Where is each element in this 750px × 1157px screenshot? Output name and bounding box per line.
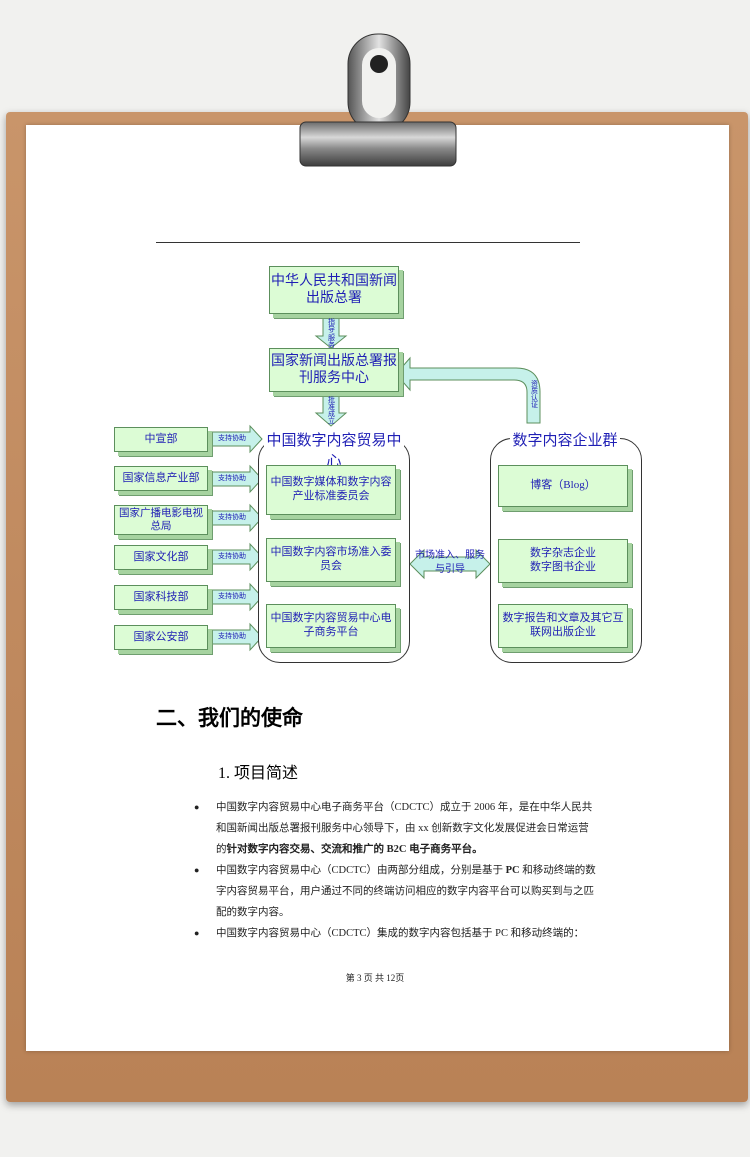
department-culture-box: 国家文化部 xyxy=(114,545,208,570)
press-administration-box: 中华人民共和国新闻出版总署 xyxy=(269,266,399,314)
bullet-text: 中国数字内容贸易中心电子商务平台（CDCTC）成立于 2006 年，是在中华人民… xyxy=(216,802,593,855)
support-label: 支持协助 xyxy=(218,434,246,442)
support-label: 支持协助 xyxy=(218,632,246,640)
bullet-bold-text: 针对数字内容交易、交流和推广的 B2C 电子商务平台。 xyxy=(226,844,483,855)
support-label: 支持协助 xyxy=(218,552,246,560)
bullet-list: 中国数字内容贸易中心电子商务平台（CDCTC）成立于 2006 年，是在中华人民… xyxy=(194,797,596,944)
department-information-industry-box: 国家信息产业部 xyxy=(114,466,208,491)
page-number: 第 3 页 共 12页 xyxy=(345,973,405,983)
trade-center-title: 中国数字内容贸易中心 xyxy=(264,429,404,471)
list-item: 中国数字内容贸易中心电子商务平台（CDCTC）成立于 2006 年，是在中华人民… xyxy=(194,797,596,860)
market-access-link-label: 市场准入、服务与引导 xyxy=(415,550,485,575)
blog-box: 博客（Blog） xyxy=(498,465,628,507)
section-heading: 二、我们的使命 xyxy=(156,706,303,730)
approval-link-label: 批准成立 xyxy=(327,396,336,424)
bullet-text: 和移动终端的数字内容贸易平台，用户通过不同的终端访问相应的数字内容平台可以购买到… xyxy=(216,865,596,918)
department-propaganda-box: 中宣部 xyxy=(114,427,208,452)
list-item: 中国数字内容贸易中心（CDCTC）由两部分组成，分别是基于 PC 和移动终端的数… xyxy=(194,860,596,923)
department-public-security-box: 国家公安部 xyxy=(114,625,208,650)
internet-publishing-box: 数字报告和文章及其它互联网出版企业 xyxy=(498,604,628,648)
support-label: 支持协助 xyxy=(218,592,246,600)
ecommerce-platform-box: 中国数字内容贸易中心电子商务平台 xyxy=(266,604,396,648)
bullet-text: 中国数字内容贸易中心（CDCTC）由两部分组成，分别是基于 xyxy=(216,865,506,876)
magazine-book-box: 数字杂志企业 数字图书企业 xyxy=(498,539,628,583)
certification-link-label: 资质认证 xyxy=(530,380,539,408)
department-broadcast-box: 国家广播电影电视总局 xyxy=(114,505,208,535)
service-center-box: 国家新闻出版总署报刊服务中心 xyxy=(269,348,399,392)
enterprise-group-title: 数字内容企业群 xyxy=(510,429,620,450)
support-label: 支持协助 xyxy=(218,513,246,521)
guidance-link-label: 指导/服务 xyxy=(327,318,336,348)
list-item: 中国数字内容贸易中心（CDCTC）集成的数字内容包括基于 PC 和移动终端的： xyxy=(194,923,596,944)
department-science-box: 国家科技部 xyxy=(114,585,208,610)
header-rule xyxy=(156,242,580,243)
bullet-text: 中国数字内容贸易中心（CDCTC）集成的数字内容包括基于 PC 和移动终端的： xyxy=(216,928,585,939)
binder-clip-icon xyxy=(299,33,457,167)
standards-committee-box: 中国数字媒体和数字内容产业标准委员会 xyxy=(266,465,396,515)
bullet-bold-text: PC xyxy=(505,865,520,876)
subsection-heading: 1. 项目简述 xyxy=(218,765,299,782)
support-label: 支持协助 xyxy=(218,474,246,482)
market-access-committee-box: 中国数字内容市场准入委员会 xyxy=(266,538,396,582)
